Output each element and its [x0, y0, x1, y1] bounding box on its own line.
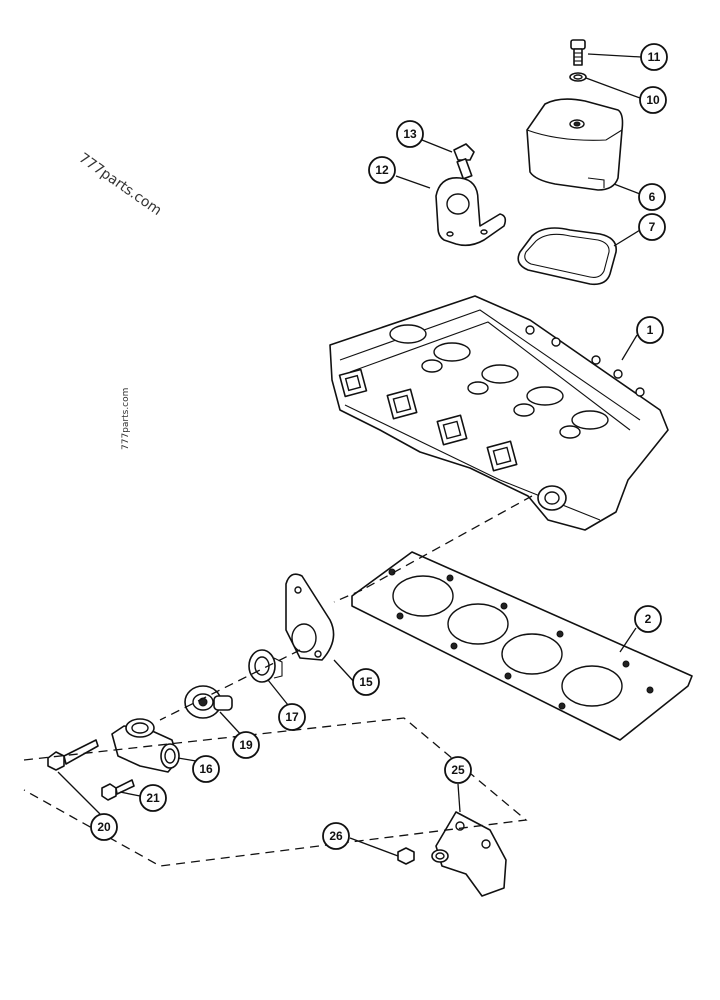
svg-text:13: 13: [403, 127, 417, 141]
assembly-line-housing: [333, 589, 363, 603]
svg-text:19: 19: [239, 738, 253, 752]
svg-text:26: 26: [329, 829, 343, 843]
assembly-boundary: [23, 717, 528, 867]
cover-part-6: [526, 98, 624, 191]
watermark-primary: 777parts.com: [76, 150, 165, 219]
callout-10: 10: [639, 86, 667, 114]
leader-21: [119, 791, 141, 797]
svg-text:1: 1: [647, 323, 654, 337]
callout-19: 19: [232, 731, 260, 759]
seal-part-17: [248, 649, 283, 683]
callout-21: 21: [139, 784, 167, 812]
bracket-part-12: [435, 177, 507, 247]
leader-25: [457, 783, 461, 813]
watermark-secondary: 777parts.com: [121, 388, 131, 450]
rocker-pocket-group: [389, 324, 609, 439]
callout-16: 16: [192, 755, 220, 783]
assembly-line-head-gasket: [361, 495, 533, 591]
housing-gasket-part-15: [285, 573, 335, 661]
outlet-boss: [537, 485, 567, 511]
callout-20: 20: [90, 813, 118, 841]
bolt-part-21: [101, 779, 135, 801]
callout-26: 26: [322, 822, 350, 850]
washer-part-10: [569, 72, 587, 82]
leader-20: [57, 771, 105, 819]
callout-7: 7: [638, 213, 666, 241]
thermostat-housing-part-16: [111, 718, 180, 773]
callout-11: 11: [640, 43, 668, 71]
leader-7: [613, 229, 641, 247]
gasket-bolt-holes: [388, 568, 654, 710]
leader-26: [349, 837, 399, 857]
svg-text:17: 17: [285, 710, 299, 724]
callout-13: 13: [396, 120, 424, 148]
svg-text:20: 20: [97, 820, 111, 834]
leader-1: [621, 334, 638, 361]
head-gasket-part-2: [351, 551, 693, 741]
svg-text:10: 10: [646, 93, 660, 107]
svg-text:15: 15: [359, 675, 373, 689]
leader-6: [613, 183, 641, 195]
callout-17: 17: [278, 703, 306, 731]
svg-text:16: 16: [199, 762, 213, 776]
svg-text:11: 11: [648, 50, 661, 64]
callout-6: 6: [638, 183, 666, 211]
thermostat-part-19: [184, 685, 233, 719]
bolt-part-13: [453, 143, 475, 180]
leader-10: [585, 77, 641, 99]
callout-25: 25: [444, 756, 472, 784]
svg-text:7: 7: [649, 220, 656, 234]
callout-15: 15: [352, 668, 380, 696]
intake-port-group: [338, 368, 518, 472]
gasket-part-7: [517, 227, 617, 286]
leader-2: [619, 627, 637, 653]
svg-text:12: 12: [375, 163, 389, 177]
leader-12: [395, 175, 431, 189]
leader-11: [587, 53, 642, 58]
svg-text:2: 2: [645, 612, 652, 626]
cylinder-head-part-1: [329, 295, 669, 531]
bolt-part-11: [570, 39, 586, 66]
callout-12: 12: [368, 156, 396, 184]
callout-2: 2: [634, 605, 662, 633]
assembly-line-thermostat: [159, 649, 301, 721]
bracket-part-25: [431, 811, 507, 897]
svg-text:21: 21: [146, 791, 160, 805]
callout-1: 1: [636, 316, 664, 344]
svg-text:25: 25: [451, 763, 465, 777]
leader-13: [421, 139, 453, 153]
bolt-part-26: [397, 847, 415, 865]
svg-text:6: 6: [649, 190, 656, 204]
rail-bolt-group: [525, 325, 645, 397]
